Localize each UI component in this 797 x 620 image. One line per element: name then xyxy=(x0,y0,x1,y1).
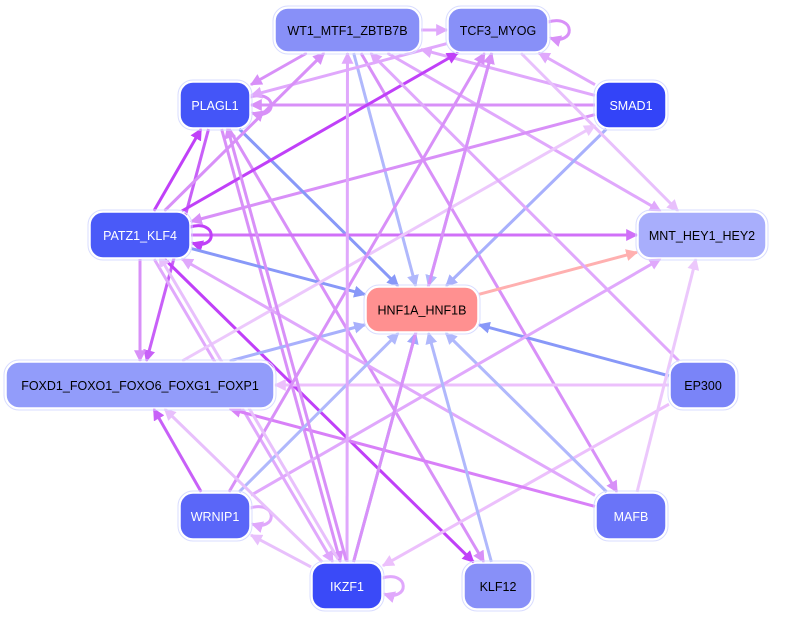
edge-foxd1-to-hnf1a xyxy=(229,321,367,363)
edge-ep300-to-hnf1a xyxy=(477,321,670,378)
node-tcf3[interactable]: TCF3_MYOG xyxy=(445,5,551,55)
node-box xyxy=(463,562,533,610)
node-label: KLF12 xyxy=(480,580,517,594)
node-box xyxy=(89,211,191,259)
edge-mafb-to-patz1 xyxy=(180,257,596,497)
node-hnf1a[interactable]: HNF1A_HNF1B xyxy=(363,284,481,335)
edge-foxd1-to-smad1 xyxy=(181,124,597,363)
node-outline xyxy=(87,209,193,261)
node-label: MAFB xyxy=(614,510,649,524)
edge-patz1-to-hnf1a xyxy=(190,247,367,298)
node-box xyxy=(365,286,479,333)
node-outline xyxy=(667,359,739,411)
node-box xyxy=(311,562,383,610)
edge-wt1-to-mafb xyxy=(359,52,619,494)
node-ikzf1[interactable]: IKZF1 xyxy=(309,560,385,612)
node-outline xyxy=(445,5,551,55)
node-label: FOXD1_FOXO1_FOXO6_FOXG1_FOXP1 xyxy=(21,379,259,393)
edge-patz1-to-wt1 xyxy=(163,51,326,213)
node-label: EP300 xyxy=(684,379,722,393)
node-box xyxy=(274,7,421,53)
node-box xyxy=(5,361,275,409)
node-outline xyxy=(363,284,481,335)
node-foxd1[interactable]: FOXD1_FOXO1_FOXO6_FOXG1_FOXP1 xyxy=(3,359,277,411)
edge-wrnip1-to-wrnip1 xyxy=(249,505,273,533)
node-box xyxy=(637,211,767,259)
edge-patz1-to-plagl1 xyxy=(152,127,203,212)
edge-plagl1-to-klf12 xyxy=(227,128,486,564)
edge-smad1-to-patz1 xyxy=(189,113,596,225)
edge-klf12-to-hnf1a xyxy=(425,331,493,563)
node-mafb[interactable]: MAFB xyxy=(593,490,669,542)
node-outline xyxy=(593,490,669,542)
edge-wrnip1-to-mnt xyxy=(250,257,662,497)
node-wt1[interactable]: WT1_MTF1_ZBTB7B xyxy=(272,5,423,55)
edge-ep300-to-wt1 xyxy=(369,51,681,363)
node-label: WT1_MTF1_ZBTB7B xyxy=(287,24,407,38)
node-label: MNT_HEY1_HEY2 xyxy=(649,229,755,243)
node-label: TCF3_MYOG xyxy=(460,24,536,38)
edge-ikzf1-to-plagl1 xyxy=(224,126,348,561)
node-box xyxy=(669,361,737,409)
edge-mafb-to-hnf1a xyxy=(444,331,608,494)
edge-tcf3-to-mnt xyxy=(519,51,680,213)
edge-wrnip1-to-foxd1 xyxy=(152,407,203,493)
node-outline xyxy=(272,5,423,55)
node-plagl1[interactable]: PLAGL1 xyxy=(177,79,253,131)
edge-plagl1-to-hnf1a xyxy=(238,127,400,288)
node-mnt[interactable]: MNT_HEY1_HEY2 xyxy=(635,209,769,261)
edge-wrnip1-to-tcf3 xyxy=(227,51,486,493)
edge-patz1-to-patz1 xyxy=(189,224,213,252)
edge-wt1-to-plagl1 xyxy=(249,51,308,86)
edge-mafb-to-mnt xyxy=(635,257,700,493)
node-outline xyxy=(309,560,385,612)
edge-plagl1-to-ikzf1 xyxy=(220,128,344,564)
edge-hnf1a-to-mnt xyxy=(478,249,639,296)
node-patz1[interactable]: PATZ1_KLF4 xyxy=(87,209,193,261)
node-outline xyxy=(177,79,253,131)
node-box xyxy=(179,81,251,129)
node-label: WRNIP1 xyxy=(191,510,240,524)
node-box xyxy=(179,492,251,540)
edge-ikzf1-to-ikzf1 xyxy=(381,575,405,603)
edge-mafb-to-foxd1 xyxy=(228,405,596,508)
node-smad1[interactable]: SMAD1 xyxy=(593,79,669,131)
edge-ep300-to-ikzf1 xyxy=(381,402,670,567)
edge-tcf3-to-tcf3 xyxy=(547,19,571,47)
edge-ikzf1-to-foxd1 xyxy=(163,407,324,564)
node-outline xyxy=(3,359,277,411)
node-label: PLAGL1 xyxy=(191,99,238,113)
node-box xyxy=(595,492,667,540)
edge-ikzf1-to-wrnip1 xyxy=(249,533,312,569)
node-label: SMAD1 xyxy=(609,99,652,113)
edge-smad1-to-tcf3 xyxy=(537,51,596,87)
nodes-layer: WT1_MTF1_ZBTB7B TCF3_MYOG PLAGL1 SMAD1PATZ1… xyxy=(3,5,769,612)
node-label: IKZF1 xyxy=(330,580,364,594)
node-label: PATZ1_KLF4 xyxy=(103,229,177,243)
node-outline xyxy=(593,79,669,131)
node-outline xyxy=(635,209,769,261)
node-wrnip1[interactable]: WRNIP1 xyxy=(177,490,253,542)
edge-patz1-to-tcf3 xyxy=(181,51,459,213)
edge-wrnip1-to-hnf1a xyxy=(237,331,400,494)
node-outline xyxy=(177,490,253,542)
node-klf12[interactable]: KLF12 xyxy=(461,560,535,612)
node-outline xyxy=(461,560,535,612)
node-ep300[interactable]: EP300 xyxy=(667,359,739,411)
node-label: HNF1A_HNF1B xyxy=(378,304,467,318)
node-box xyxy=(595,81,667,129)
node-box xyxy=(447,7,549,53)
